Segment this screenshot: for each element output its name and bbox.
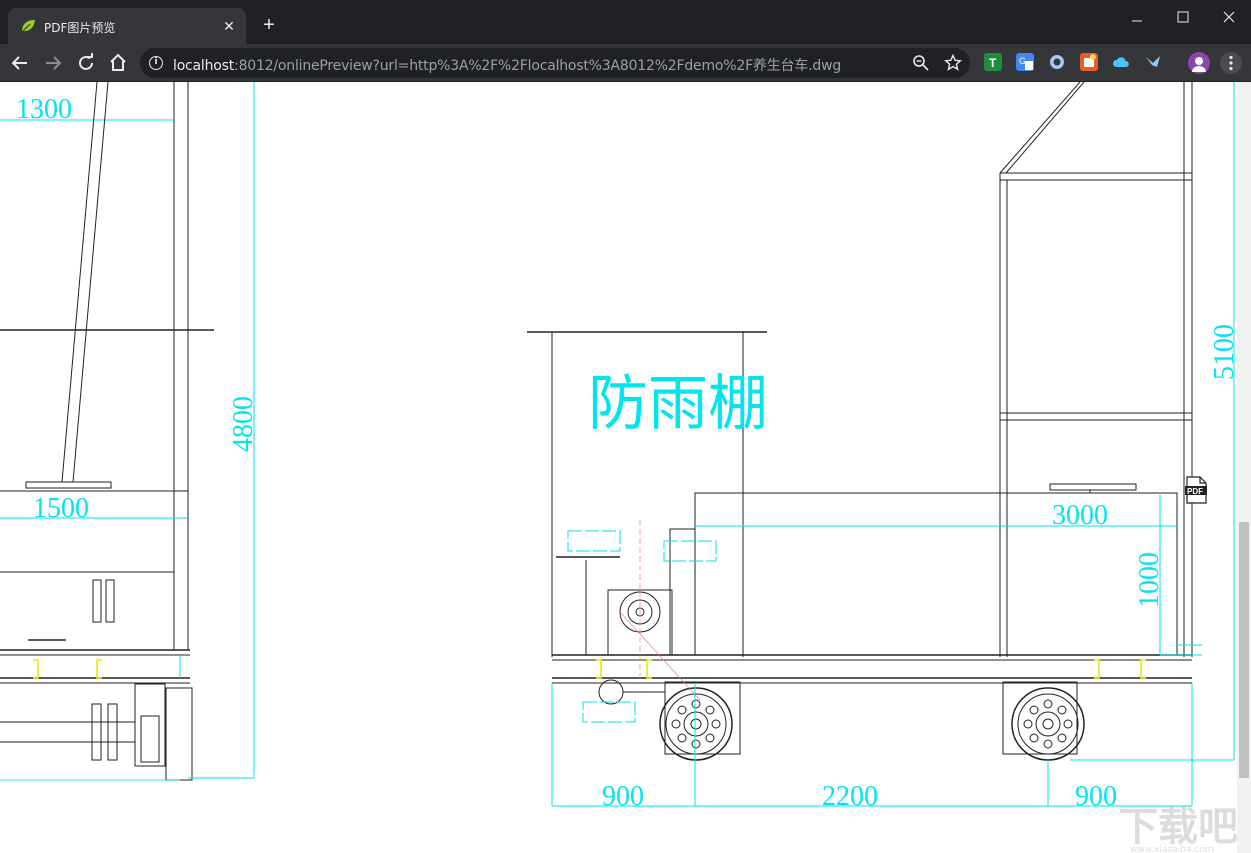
svg-text:下载吧: 下载吧 [1118,804,1238,850]
dim-1500-label: 1500 [33,493,89,524]
minimize-button[interactable] [1122,6,1152,28]
scrollbar-thumb[interactable] [1239,522,1249,778]
dim-3000-label: 3000 [1052,500,1108,531]
cloud-extension-icon[interactable] [1112,53,1130,71]
maximize-button[interactable] [1168,6,1198,28]
menu-kebab-icon[interactable] [1220,52,1242,74]
minimize-icon [1132,20,1142,22]
dim-900-left-label: 900 [602,781,644,812]
site-info-icon[interactable]: i [149,56,163,70]
zoom-icon[interactable] [912,54,930,72]
address-bar[interactable]: i localhost:8012/onlinePreview?url=http%… [140,48,970,78]
tab-close-icon[interactable]: ✕ [223,18,235,34]
svg-text:PDF: PDF [1187,487,1203,496]
ring-extension-icon[interactable] [1048,53,1066,71]
close-window-button[interactable] [1214,6,1244,28]
bookmark-star-icon[interactable] [944,54,962,72]
svg-text:www.xiazaiba.com: www.xiazaiba.com [1130,845,1214,853]
wheel-left [659,687,733,761]
browser-toolbar: i localhost:8012/onlinePreview?url=http%… [0,44,1251,82]
browser-tab[interactable]: PDF图片预览 ✕ [8,8,246,44]
svg-text:T: T [989,56,997,70]
translate-extension-icon[interactable]: G [1016,53,1034,71]
pdf-download-icon[interactable]: PDF [1184,476,1208,504]
home-icon[interactable] [106,51,130,75]
svg-text:G: G [1019,56,1026,66]
leaf-favicon-icon [22,20,35,32]
dim-5100-label: 5100 [1209,324,1240,380]
drawing-viewport[interactable]: 1300 4800 1500 5100 3000 1000 900 2200 9… [0,82,1251,853]
vertical-scrollbar[interactable] [1237,82,1251,853]
tab-title: PDF图片预览 [44,21,116,35]
dim-1000-label: 1000 [1134,552,1165,608]
maximize-icon [1177,11,1189,23]
dim-2200-label: 2200 [822,781,878,812]
back-arrow-icon[interactable] [8,51,32,75]
dim-900-right-label: 900 [1075,781,1117,812]
watermark-logo: 下载吧 www.xiazaiba.com [1118,804,1238,853]
new-tab-button[interactable]: + [263,14,275,36]
url-text[interactable]: localhost:8012/onlinePreview?url=http%3A… [173,58,842,74]
bird-extension-icon[interactable] [1144,53,1162,71]
browser-tab-strip: PDF图片预览 ✕ + [0,0,1251,44]
extension-t-icon[interactable]: T [984,53,1002,71]
wheel-right [1011,687,1085,761]
extension-orange-icon[interactable] [1080,53,1098,71]
forward-arrow-icon[interactable] [41,51,65,75]
reload-icon[interactable] [74,51,98,75]
rain-shed-label: 防雨棚 [588,369,768,439]
dim-4800-label: 4800 [228,396,259,452]
dim-1300-label: 1300 [16,94,72,125]
close-icon [1223,11,1235,23]
cad-drawing: 1300 4800 1500 5100 3000 1000 900 2200 9… [0,82,1240,853]
profile-avatar[interactable] [1188,52,1210,74]
